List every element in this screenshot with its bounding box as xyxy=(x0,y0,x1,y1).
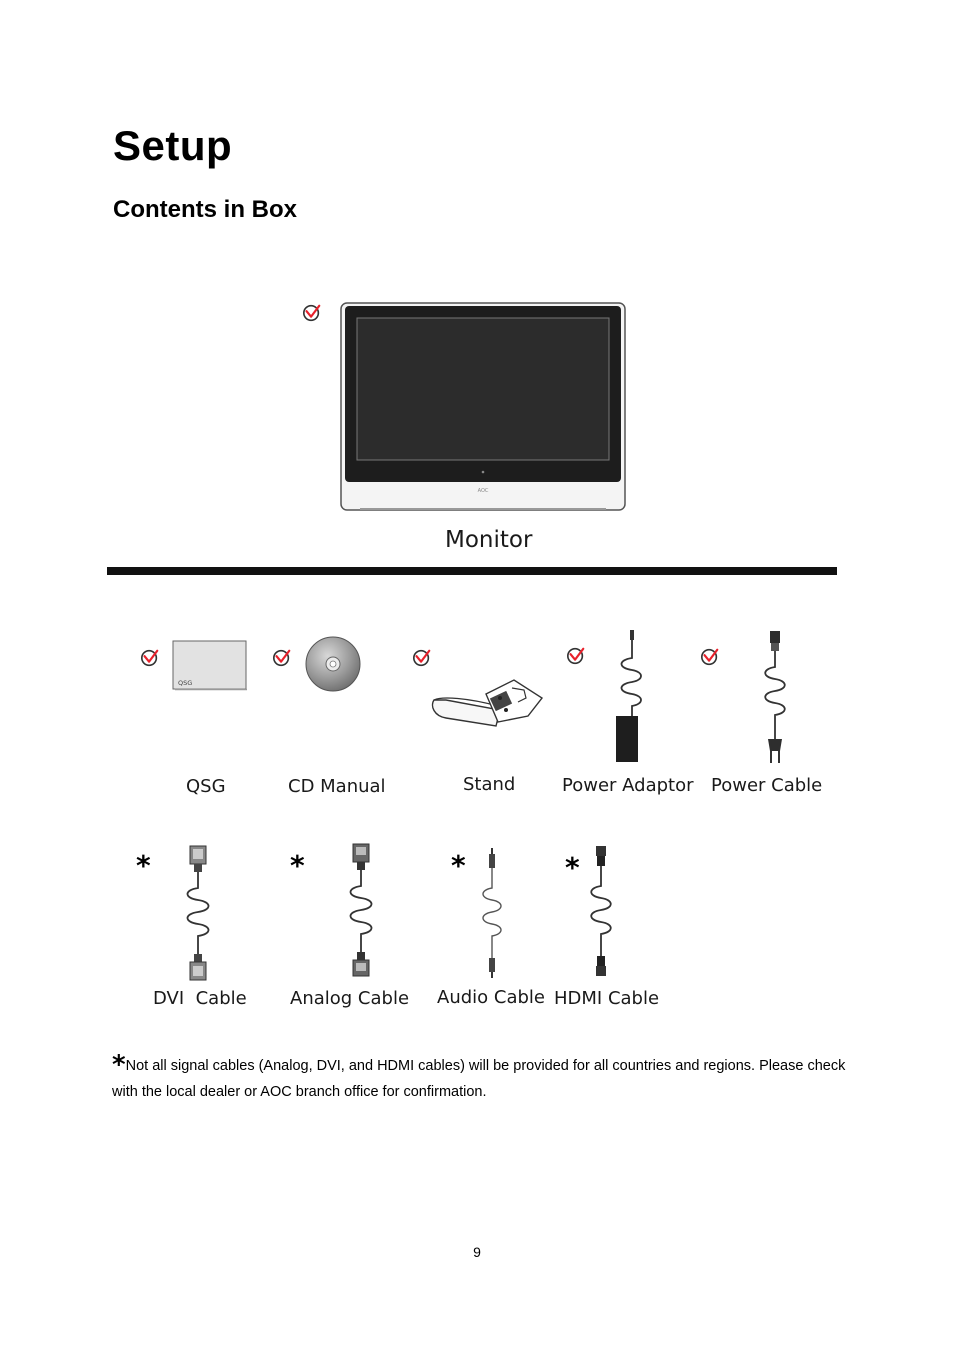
item-label-audio-cable: Audio Cable xyxy=(437,987,545,1008)
item-label-power-cable: Power Cable xyxy=(711,775,823,796)
monitor-illustration: AOC xyxy=(340,302,626,511)
check-icon xyxy=(413,649,431,667)
item-label-analog-cable: Analog Cable xyxy=(290,988,410,1009)
footnote-text: Not all signal cables (Analog, DVI, and … xyxy=(112,1058,846,1100)
section-divider xyxy=(107,567,837,575)
cd-icon xyxy=(305,636,361,692)
item-label-power-adaptor: Power Adaptor xyxy=(562,775,694,796)
analog-cable-icon xyxy=(349,843,373,977)
section-title: Contents in Box xyxy=(113,196,297,223)
monitor-label: Monitor xyxy=(445,527,533,553)
optional-marker: * xyxy=(451,849,466,882)
optional-marker: * xyxy=(136,849,151,882)
item-label-cd-manual: CD Manual xyxy=(288,776,386,797)
power-cable-icon xyxy=(764,631,786,763)
item-label-hdmi-cable: HDMI Cable xyxy=(554,988,660,1009)
footnote: *Not all signal cables (Analog, DVI, and… xyxy=(112,1052,852,1105)
page-number: 9 xyxy=(473,1244,481,1260)
qsg-booklet-icon: QSG xyxy=(172,640,247,691)
check-icon xyxy=(567,647,585,665)
check-icon xyxy=(701,648,719,666)
check-icon xyxy=(273,649,291,667)
audio-cable-icon xyxy=(482,848,502,978)
monitor-logo: AOC xyxy=(478,488,489,494)
footnote-marker: * xyxy=(112,1050,126,1080)
stand-icon xyxy=(431,679,544,727)
optional-marker: * xyxy=(565,851,580,884)
check-icon xyxy=(303,304,321,322)
item-label-qsg: QSG xyxy=(186,776,226,797)
page-title: Setup xyxy=(113,122,233,169)
dvi-cable-icon xyxy=(186,845,210,981)
qsg-box-text: QSG xyxy=(178,679,192,687)
item-label-stand: Stand xyxy=(463,774,516,795)
optional-marker: * xyxy=(290,849,305,882)
item-label-dvi-cable: DVI Cable xyxy=(153,988,247,1009)
power-adaptor-icon xyxy=(616,630,642,762)
hdmi-cable-icon xyxy=(590,846,612,976)
check-icon xyxy=(141,649,159,667)
